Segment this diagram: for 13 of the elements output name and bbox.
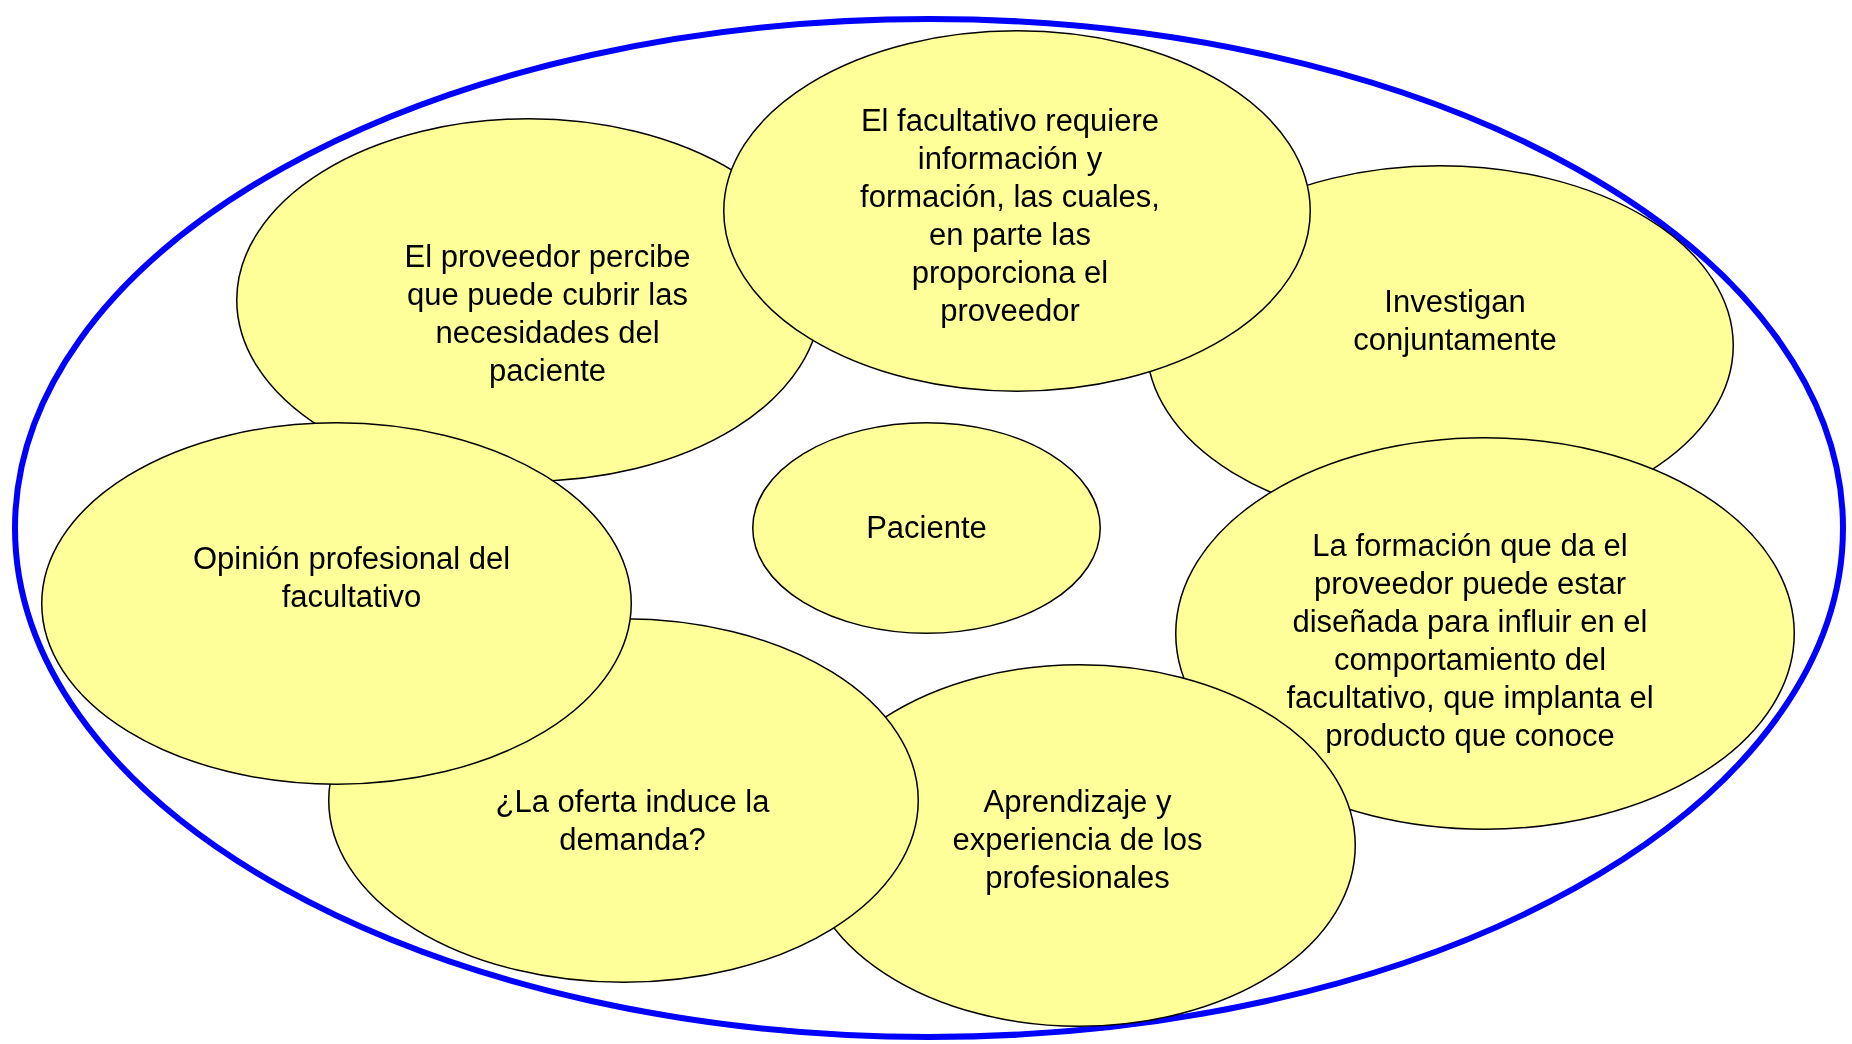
outer-ellipse xyxy=(12,16,1846,1040)
bubble-text: Opinión profesional del facultativo xyxy=(191,539,512,616)
bubble-text: El proveedor percibe que puede cubrir las necesidades del paciente xyxy=(403,238,692,390)
bubble-text: El facultativo requiere información y formación, las cuales, en parte las proporciona el proveedor xyxy=(860,102,1160,330)
ellipse-bubble xyxy=(328,618,919,983)
ellipse-bubble xyxy=(723,30,1311,392)
ellipse-bubble xyxy=(752,422,1101,634)
bubble-text: Investigan conjuntamente xyxy=(1352,282,1558,359)
ellipse-bubble xyxy=(41,422,632,785)
bubble-text: Aprendizaje y experiencia de los profesionales xyxy=(951,782,1204,897)
bubble-text: Paciente xyxy=(865,509,988,547)
bubble-text: ¿La oferta induce la demanda? xyxy=(494,782,771,859)
bubble-text: La formación que da el proveedor puede estar diseñada para influir en el comportamiento del facultativo, que implanta el producto que conoce xyxy=(1285,526,1655,755)
